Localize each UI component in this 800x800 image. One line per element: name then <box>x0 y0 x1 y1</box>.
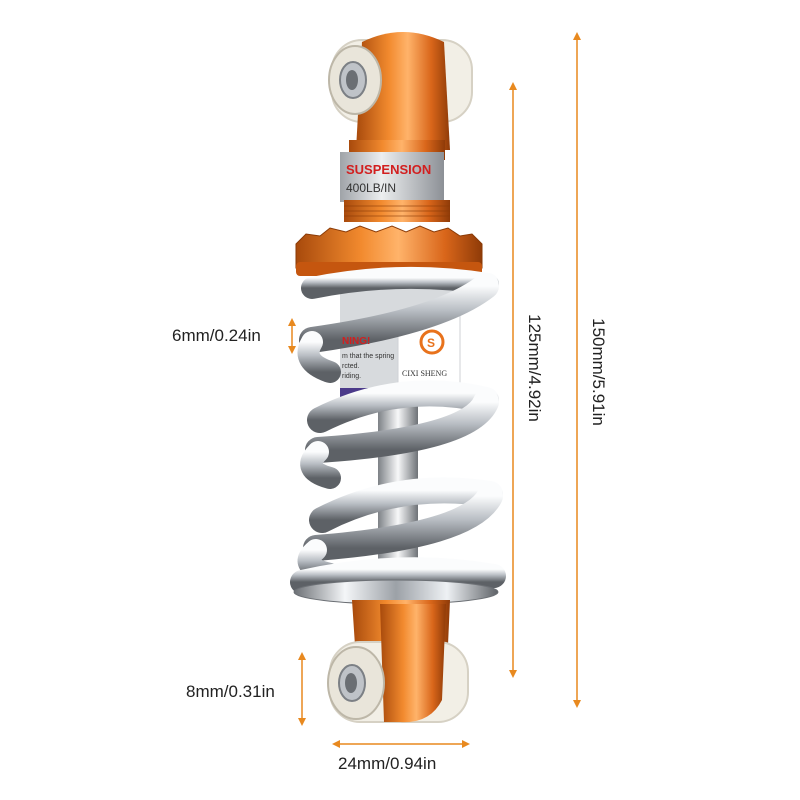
rating-text: 400LB/IN <box>346 181 396 195</box>
top-eye-body <box>356 32 450 150</box>
bottom-mount <box>327 600 469 723</box>
label-band <box>340 152 444 202</box>
top-eye-hole <box>346 70 358 90</box>
coil-spring <box>290 266 506 594</box>
warning-heading: NING! <box>342 336 370 347</box>
eye-to-eye-arrow <box>509 82 517 678</box>
spring-gap-arrow <box>288 318 296 354</box>
sticker-brand-text: CIXI SHENG <box>402 369 447 378</box>
warning-line-2: rcted. <box>342 363 360 370</box>
overall-length-arrow <box>573 32 581 708</box>
eye-to-eye-label: 125mm/4.92in <box>525 314 544 422</box>
eye-width-arrow <box>332 740 470 748</box>
bottom-eye-front <box>380 604 446 723</box>
dimension-lines <box>288 32 581 748</box>
bottom-eye-hole <box>345 673 357 693</box>
eye-height-label: 8mm/0.31in <box>186 682 275 701</box>
spring-gap-label: 6mm/0.24in <box>172 326 261 345</box>
warning-line-1: m that the spring <box>342 353 394 360</box>
thread-lines <box>344 205 450 217</box>
sticker-letter: S <box>427 336 435 350</box>
eye-width-label: 24mm/0.94in <box>338 754 437 773</box>
top-mount <box>328 32 473 150</box>
warning-line-3: riding. <box>342 373 361 380</box>
eye-height-arrow <box>298 652 306 726</box>
band-label-text: SUSPENSION <box>346 162 431 177</box>
overall-length-label: 150mm/5.91in <box>589 318 608 426</box>
sticker-logo-icon <box>419 329 445 355</box>
